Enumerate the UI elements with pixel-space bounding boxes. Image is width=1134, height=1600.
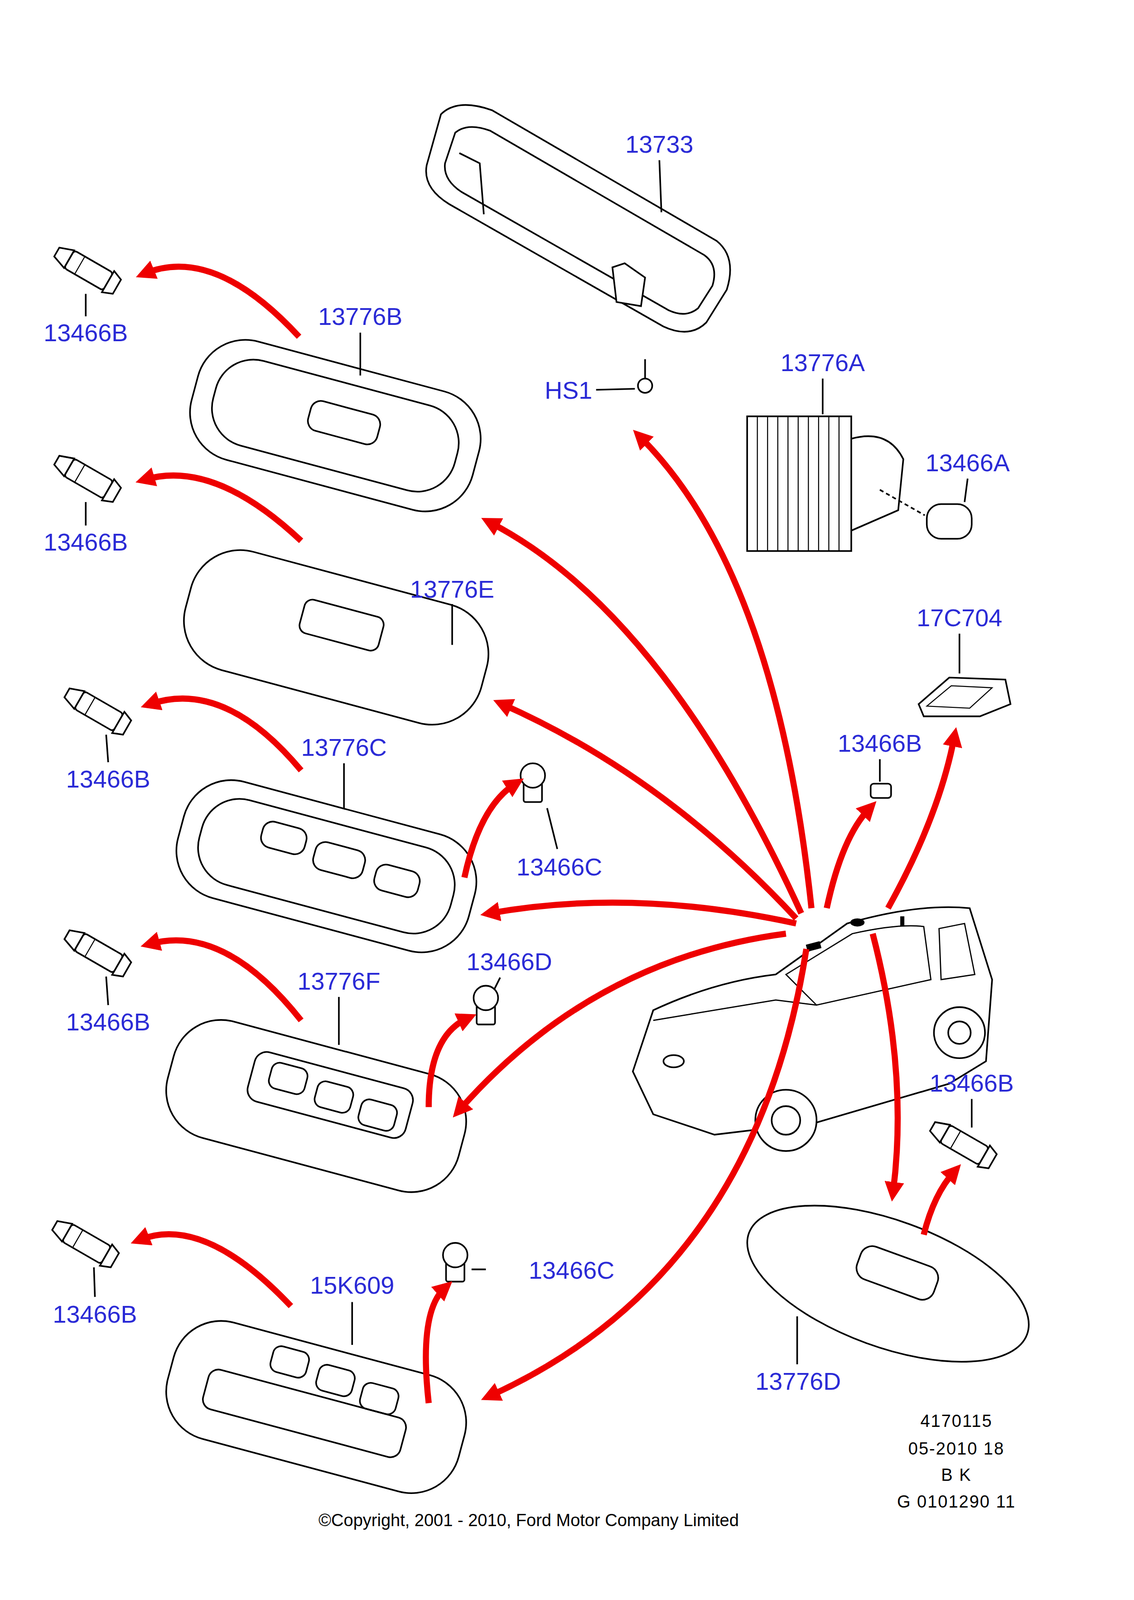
callout-number: 13466B	[43, 529, 128, 555]
drawing-code: 4170115	[920, 1412, 993, 1430]
callout-number: 13466A	[925, 450, 1010, 475]
callout-number: 13466B	[43, 320, 128, 345]
callout-number: 13776D	[755, 1368, 841, 1394]
callout-number: 13466C	[528, 1257, 615, 1283]
callout-number: 13466C	[516, 854, 603, 879]
callout-number: 13776E	[410, 576, 495, 602]
callout-number: 13776F	[297, 968, 381, 994]
callout-number: 17C704	[916, 605, 1003, 630]
callout-number: 13466B	[52, 1301, 137, 1327]
callout-number: 13776B	[318, 304, 403, 329]
drawing-code: 05-2010 18	[908, 1439, 1005, 1458]
callout-number: 13466B	[66, 766, 151, 792]
callout-number: 13733	[625, 131, 694, 157]
drawing-code: B K	[940, 1466, 972, 1484]
callout-number: 13466B	[929, 1070, 1014, 1096]
drawing-code: G 0101290 11	[897, 1492, 1016, 1511]
callout-number: 15K609	[309, 1272, 395, 1298]
callout-number: 13776C	[301, 734, 387, 760]
callout-number: 13466B	[837, 730, 922, 756]
callout-number: 13466D	[466, 949, 553, 974]
callout-number: 13776A	[780, 350, 865, 375]
callout-number: 13466B	[66, 1009, 151, 1034]
copyright-note: ©Copyright, 2001 - 2010, Ford Motor Comp…	[318, 1511, 739, 1529]
callout-number: HS1	[544, 377, 593, 403]
